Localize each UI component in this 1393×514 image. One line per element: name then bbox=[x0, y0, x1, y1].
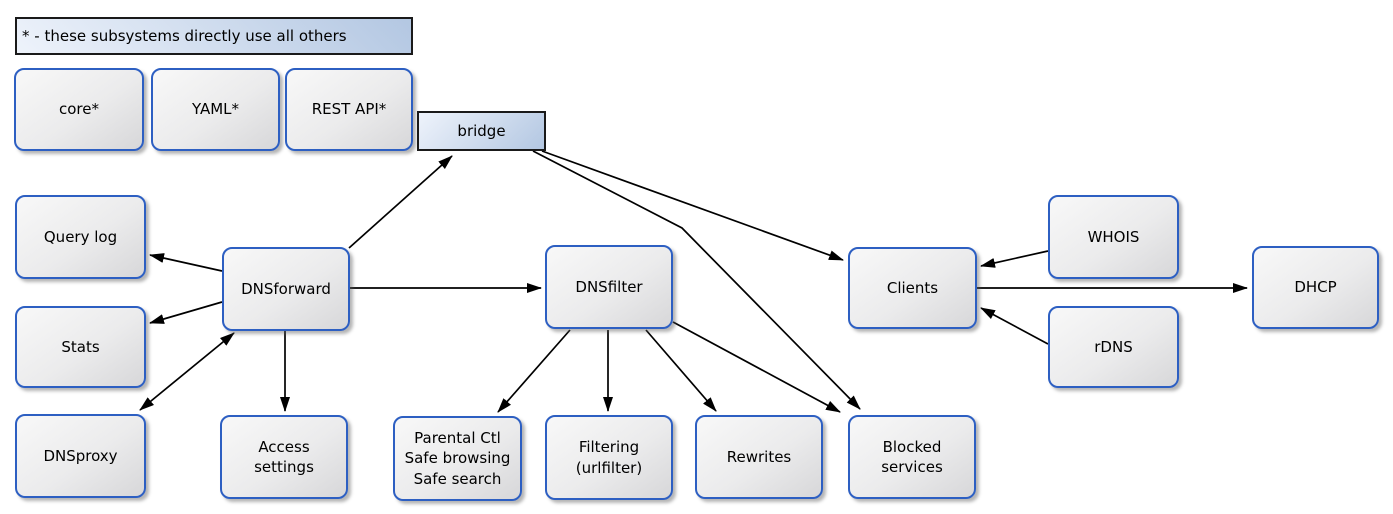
node-access-settings: Access settings bbox=[220, 415, 348, 499]
legend-note: * - these subsystems directly use all ot… bbox=[15, 17, 413, 55]
node-rest-api-label: REST API* bbox=[311, 100, 387, 119]
node-dnsfilter: DNSfilter bbox=[545, 245, 673, 329]
node-dnsforward-label: DNSforward bbox=[241, 279, 331, 298]
node-filtering: Filtering (urlfilter) bbox=[545, 415, 673, 500]
node-parental: Parental Ctl Safe browsing Safe search bbox=[393, 416, 522, 501]
node-yaml-label: YAML* bbox=[191, 100, 240, 119]
node-yaml: YAML* bbox=[151, 68, 280, 151]
legend-note-text: * - these subsystems directly use all ot… bbox=[22, 27, 347, 45]
node-access-settings-label: Access settings bbox=[254, 437, 314, 476]
node-blocked-services-label: Blocked services bbox=[881, 437, 943, 476]
node-filtering-label: Filtering (urlfilter) bbox=[575, 438, 643, 477]
node-clients-label: Clients bbox=[886, 278, 939, 297]
node-dhcp-label: DHCP bbox=[1294, 278, 1337, 297]
edge-dnsfilter-parental bbox=[497, 329, 571, 413]
edge-dnsforward-bridge bbox=[348, 155, 453, 249]
node-dnsforward: DNSforward bbox=[222, 247, 350, 331]
edge-dnsfilter-rewrites bbox=[645, 329, 717, 412]
node-rdns: rDNS bbox=[1048, 306, 1179, 388]
node-whois-label: WHOIS bbox=[1087, 227, 1140, 246]
edge-dnsforward-query-log bbox=[149, 253, 223, 272]
edge-bridge-clients bbox=[541, 150, 844, 261]
node-query-log-label: Query log bbox=[43, 227, 118, 246]
edge-bridge-blocked-services bbox=[532, 150, 861, 410]
node-rdns-label: rDNS bbox=[1094, 337, 1133, 356]
node-stats: Stats bbox=[15, 306, 146, 388]
node-stats-label: Stats bbox=[61, 337, 100, 356]
node-blocked-services: Blocked services bbox=[848, 415, 976, 499]
node-core-label: core* bbox=[59, 100, 99, 119]
edge-dnsfilter-blocked-services bbox=[672, 321, 841, 413]
node-dhcp: DHCP bbox=[1252, 246, 1379, 329]
node-parental-label: Parental Ctl Safe browsing Safe search bbox=[404, 429, 511, 488]
node-rewrites: Rewrites bbox=[695, 415, 823, 499]
node-rest-api: REST API* bbox=[285, 68, 413, 151]
node-core: core* bbox=[14, 68, 144, 151]
node-dnsfilter-label: DNSfilter bbox=[575, 277, 643, 296]
node-dnsproxy-label: DNSproxy bbox=[43, 446, 118, 465]
node-query-log: Query log bbox=[15, 195, 146, 279]
node-whois: WHOIS bbox=[1048, 195, 1179, 279]
node-bridge-label: bridge bbox=[457, 122, 506, 140]
node-bridge: bridge bbox=[417, 111, 546, 151]
node-rewrites-label: Rewrites bbox=[726, 447, 792, 466]
edge-dnsforward-stats bbox=[149, 301, 223, 324]
node-clients: Clients bbox=[848, 247, 977, 329]
node-dnsproxy: DNSproxy bbox=[15, 414, 146, 498]
edge-rdns-clients bbox=[980, 307, 1049, 345]
edge-dnsforward-dnsproxy bbox=[139, 332, 235, 411]
edge-whois-clients bbox=[980, 250, 1049, 268]
